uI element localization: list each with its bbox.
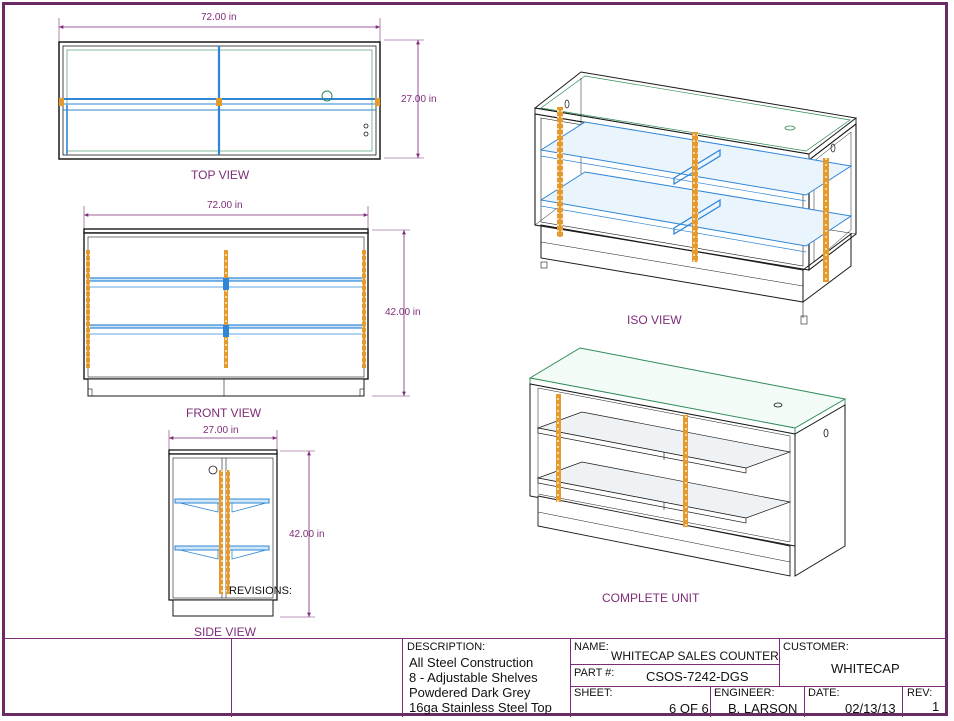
engineer-value: B. LARSON (728, 701, 798, 716)
description-line-3: Powdered Dark Grey (409, 685, 531, 700)
engineer-cell: ENGINEER: B. LARSON (710, 687, 804, 717)
iso-view-label: ISO VIEW (627, 313, 682, 327)
title-block: DESCRIPTION: All Steel Construction 8 - … (5, 638, 945, 717)
rev-header: REV: (907, 687, 933, 699)
front-view-height-dim: 42.00 in (385, 307, 421, 318)
complete-unit-label: COMPLETE UNIT (602, 591, 700, 605)
side-view-depth-dim: 27.00 in (203, 425, 239, 436)
customer-cell: CUSTOMER: WHITECAP (779, 639, 945, 687)
rev-cell: REV: 1 (902, 687, 945, 717)
front-view-width-dim: 72.00 in (207, 200, 243, 211)
complete-unit-view (528, 347, 847, 577)
side-view-label: SIDE VIEW (194, 625, 257, 639)
description-header: DESCRIPTION: (407, 641, 486, 653)
description-cell: DESCRIPTION: All Steel Construction 8 - … (402, 639, 570, 717)
part-cell: PART #: CSOS-7242-DGS (570, 665, 779, 687)
sheet-cell: SHEET: 6 OF 6 (570, 687, 710, 717)
title-block-blank-cell (231, 639, 402, 717)
date-cell: DATE: 02/13/13 (804, 687, 902, 717)
part-header: PART #: (574, 667, 615, 679)
sheet-header: SHEET: (574, 687, 613, 699)
front-view (83, 206, 410, 397)
name-header: NAME: (574, 641, 609, 653)
revisions-label: REVISIONS: (229, 585, 292, 597)
part-divider (570, 686, 945, 687)
top-view-width-dim: 72.00 in (201, 12, 237, 23)
part-value: CSOS-7242-DGS (646, 669, 749, 684)
name-divider (570, 664, 779, 665)
iso-view (533, 71, 858, 325)
front-view-label: FRONT VIEW (186, 406, 262, 420)
customer-value: WHITECAP (831, 661, 900, 676)
description-line-2: 8 - Adjustable Shelves (409, 670, 538, 685)
date-value: 02/13/13 (845, 701, 896, 716)
sheet-value: 6 OF 6 (669, 701, 709, 716)
top-view-label: TOP VIEW (191, 168, 250, 182)
customer-header: CUSTOMER: (783, 641, 849, 653)
rev-value: 1 (932, 699, 940, 714)
date-header: DATE: (808, 687, 840, 699)
name-cell: NAME: WHITECAP SALES COUNTER (570, 639, 779, 665)
name-value: WHITECAP SALES COUNTER (611, 649, 779, 663)
side-view (168, 430, 315, 618)
description-line-1: All Steel Construction (409, 655, 534, 670)
side-view-height-dim: 42.00 in (289, 529, 325, 540)
top-view-depth-dim: 27.00 in (401, 94, 437, 105)
engineer-header: ENGINEER: (714, 687, 775, 699)
top-view (58, 18, 424, 160)
description-line-4: 16ga Stainless Steel Top (409, 700, 552, 715)
